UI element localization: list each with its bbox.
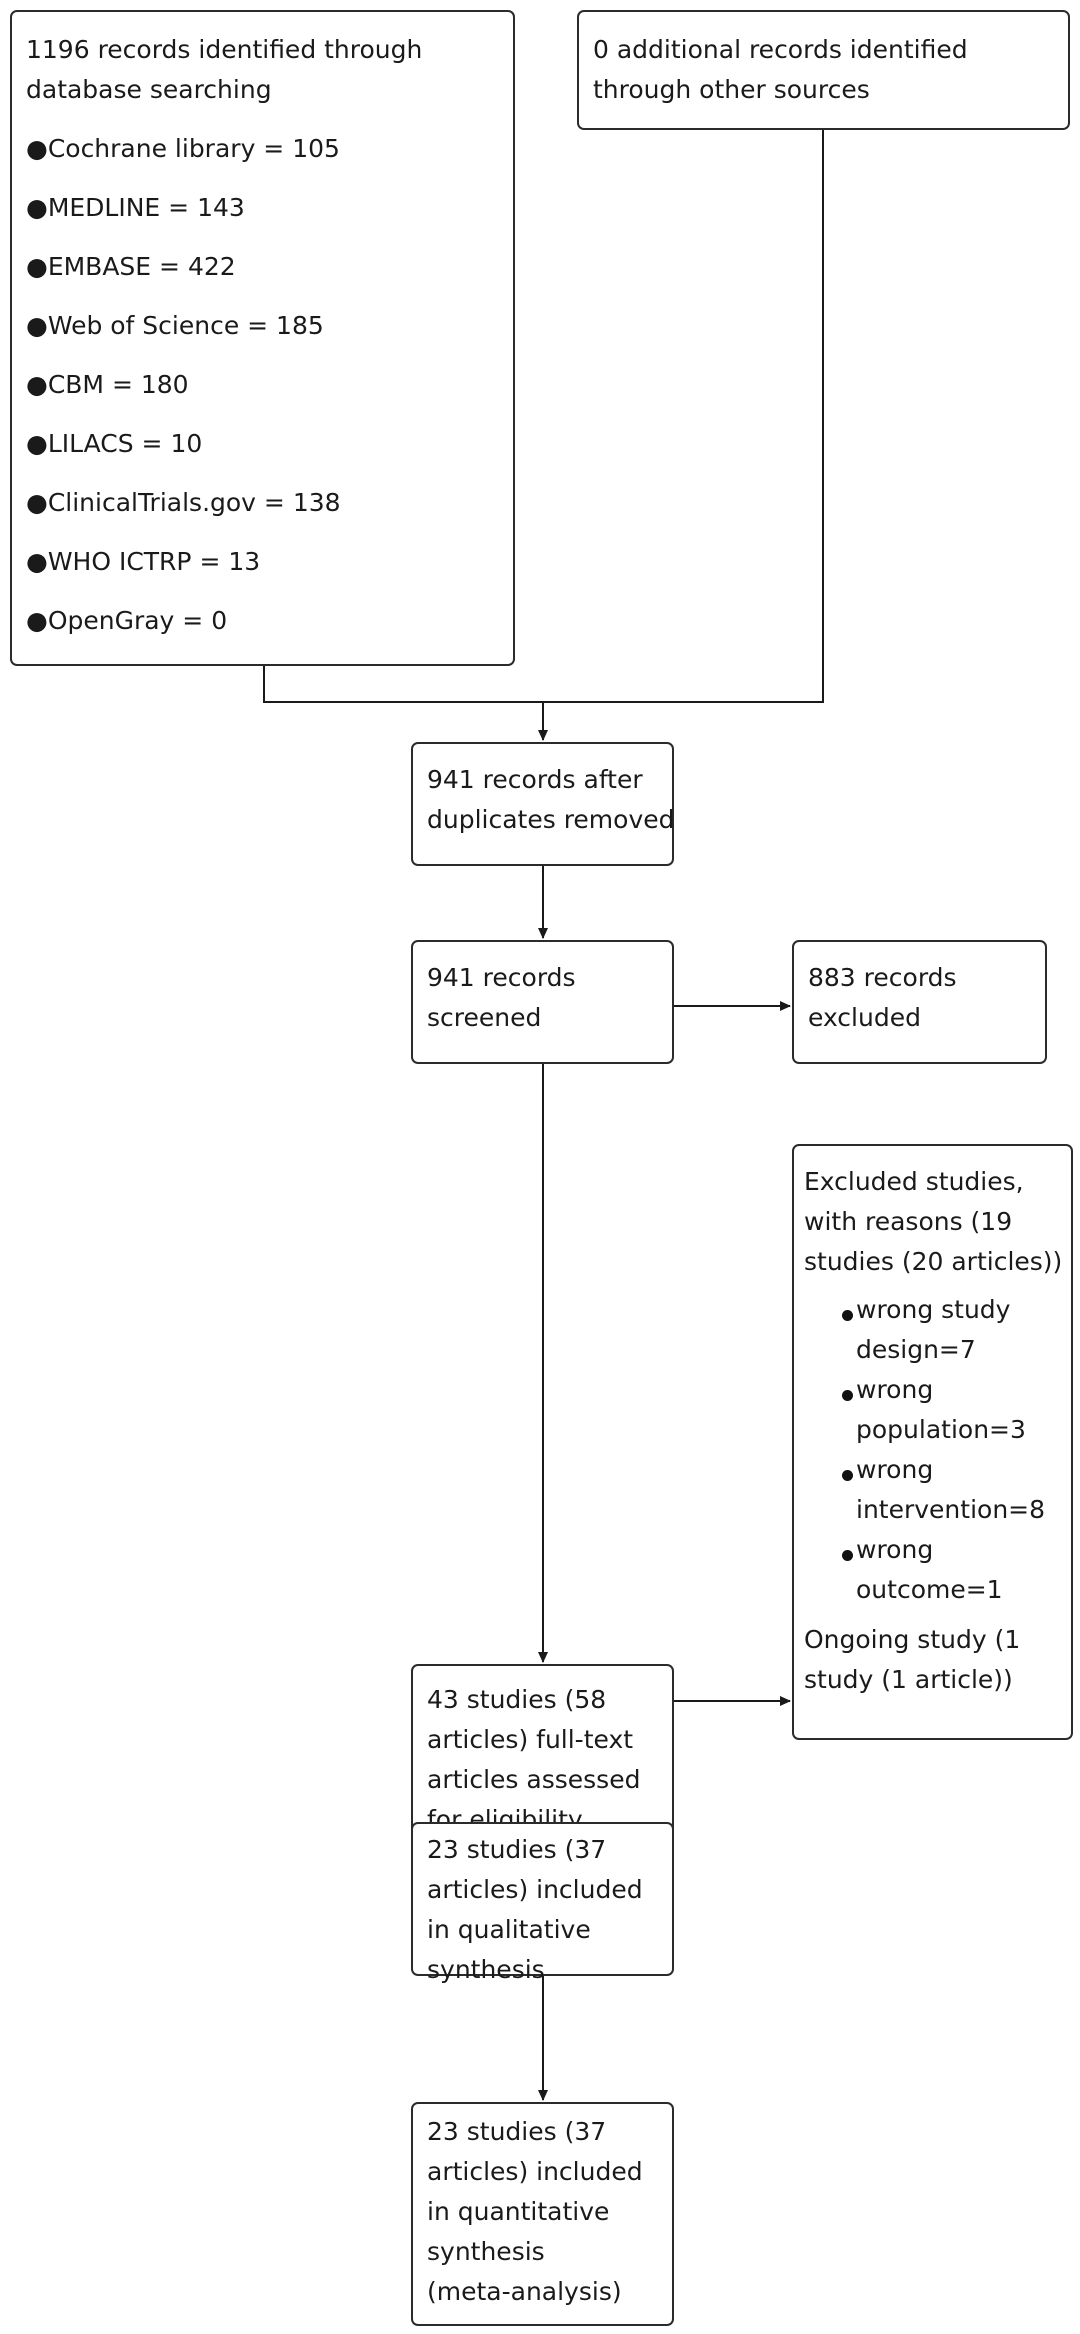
qualitative-line: in qualitative: [427, 1915, 591, 1944]
database-search-box: 1196 records identified through database…: [10, 10, 515, 666]
reason-item-cont: population=3: [804, 1410, 1057, 1450]
excluded-records-line: 883 records: [808, 963, 957, 992]
qualitative-line: articles) included: [427, 1875, 643, 1904]
ongoing-study-line: Ongoing study (1: [804, 1625, 1021, 1654]
screened-line: screened: [427, 1003, 542, 1032]
ongoing-study-line: study (1 article)): [804, 1665, 1013, 1694]
source-item: ●Web of Science = 185: [26, 311, 324, 340]
reason-item: wrong study: [804, 1290, 1057, 1330]
source-item: ●OpenGray = 0: [26, 606, 228, 635]
bullet-icon: [842, 1470, 853, 1481]
quantitative-line: in quantitative: [427, 2197, 610, 2226]
excluded-studies-header: Excluded studies,: [804, 1167, 1024, 1196]
reason-line: design=7: [856, 1335, 976, 1364]
search-title-line: database searching: [26, 75, 272, 104]
reason-item-cont: intervention=8: [804, 1490, 1057, 1530]
source-item: ●LILACS = 10: [26, 429, 203, 458]
reason-line: wrong: [856, 1535, 934, 1564]
qualitative-line: synthesis: [427, 1955, 545, 1984]
excluded-studies-header: with reasons (19: [804, 1207, 1013, 1236]
source-item: ●ClinicalTrials.gov = 138: [26, 488, 341, 517]
excluded-records-line: excluded: [808, 1003, 921, 1032]
excluded-studies-header: studies (20 articles)): [804, 1247, 1063, 1276]
source-item: ●WHO ICTRP = 13: [26, 547, 261, 576]
excluded-studies-box: Excluded studies, with reasons (19 studi…: [792, 1144, 1073, 1740]
reason-line: outcome=1: [856, 1575, 1003, 1604]
reason-item-cont: design=7: [804, 1330, 1057, 1370]
reason-item-cont: outcome=1: [804, 1570, 1057, 1610]
source-item: ●CBM = 180: [26, 370, 189, 399]
other-sources-line: 0 additional records identified: [593, 35, 968, 64]
bullet-icon: [842, 1550, 853, 1561]
quantitative-line: articles) included: [427, 2157, 643, 2186]
fulltext-line: 43 studies (58: [427, 1685, 607, 1714]
fulltext-line: articles assessed: [427, 1765, 641, 1794]
source-item: ●Cochrane library = 105: [26, 134, 340, 163]
bullet-icon: [842, 1390, 853, 1401]
qualitative-synthesis-box: 23 studies (37 articles) included in qua…: [411, 1822, 674, 1984]
reason-line: wrong: [856, 1455, 934, 1484]
reason-item: wrong: [804, 1370, 1057, 1410]
excluded-records-box: 883 records excluded: [792, 940, 1047, 1064]
screened-box: 941 records screened: [411, 940, 674, 1064]
search-title-line: 1196 records identified through: [26, 35, 423, 64]
source-item: ●MEDLINE = 143: [26, 193, 245, 222]
fulltext-line: articles) full-text: [427, 1725, 634, 1754]
duplicates-line: duplicates removed: [427, 805, 675, 834]
bullet-icon: [842, 1310, 853, 1321]
qualitative-line: 23 studies (37: [427, 1835, 607, 1864]
quantitative-line: 23 studies (37: [427, 2117, 607, 2146]
other-sources-line: through other sources: [593, 75, 870, 104]
reason-line: intervention=8: [856, 1495, 1046, 1524]
quantitative-line: (meta-analysis): [427, 2277, 622, 2306]
source-item: ●EMBASE = 422: [26, 252, 236, 281]
reason-line: wrong study: [856, 1295, 1011, 1324]
duplicates-removed-box: 941 records after duplicates removed: [411, 742, 675, 866]
reason-item: wrong: [804, 1530, 1057, 1570]
reason-line: wrong: [856, 1375, 934, 1404]
screened-line: 941 records: [427, 963, 576, 992]
reason-line: population=3: [856, 1415, 1026, 1444]
quantitative-synthesis-box: 23 studies (37 articles) included in qua…: [411, 2102, 674, 2326]
reason-item: wrong: [804, 1450, 1057, 1490]
other-sources-box: 0 additional records identified through …: [577, 10, 1070, 130]
fulltext-assessed-box: 43 studies (58 articles) full-text artic…: [411, 1664, 674, 1842]
quantitative-line: synthesis: [427, 2237, 545, 2266]
duplicates-line: 941 records after: [427, 765, 643, 794]
